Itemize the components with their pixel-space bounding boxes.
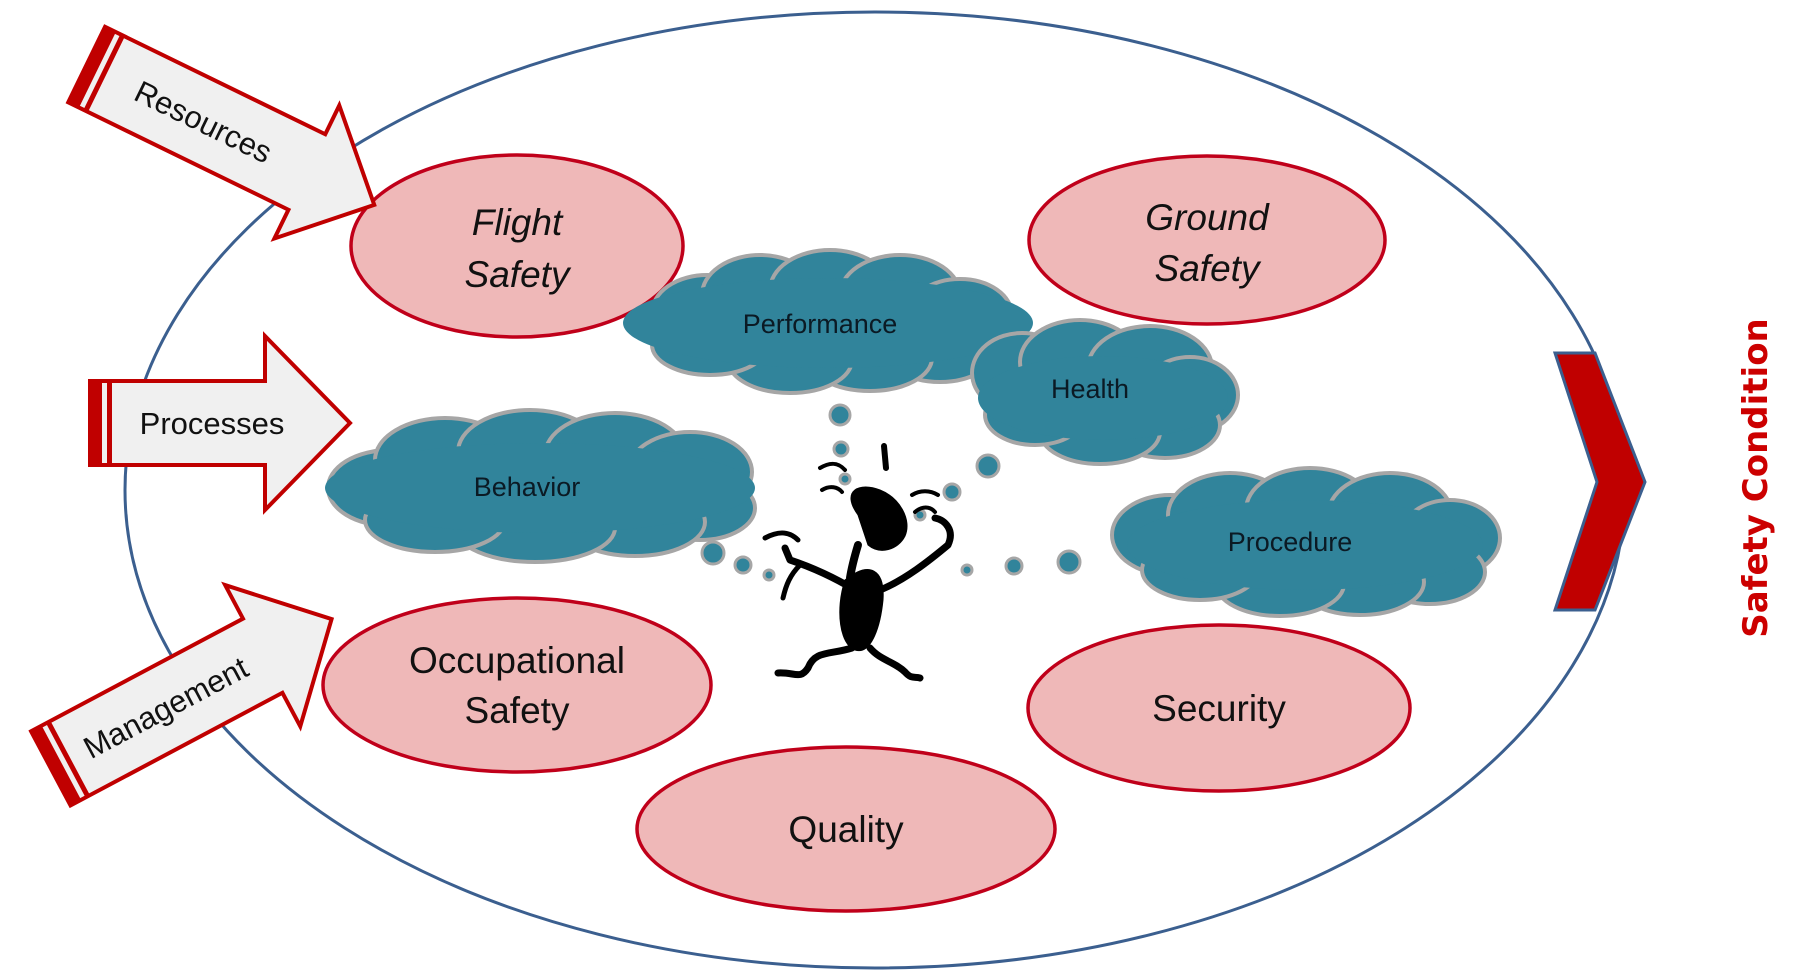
cloud-performance: Performance xyxy=(623,248,1033,395)
cloud-procedure-label: Procedure xyxy=(1228,527,1353,557)
domain-security-label: Security xyxy=(1152,688,1286,729)
cloud-health-label: Health xyxy=(1051,374,1129,404)
domain-ground-safety-line1: Ground xyxy=(1145,197,1270,238)
cloud-behavior-label: Behavior xyxy=(474,472,581,502)
input-processes-label: Processes xyxy=(140,406,285,441)
domain-occupational-safety: Occupational Safety xyxy=(321,596,713,774)
domain-quality-label: Quality xyxy=(788,809,904,850)
domain-flight-safety-line1: Flight xyxy=(472,202,564,243)
safety-condition-label: Safety Condition xyxy=(1736,318,1776,638)
cloud-procedure: Procedure xyxy=(1110,466,1502,618)
domain-occupational-safety-line2: Safety xyxy=(465,690,570,731)
confused-figure-icon xyxy=(762,443,954,682)
domain-flight-safety: Flight Safety xyxy=(349,153,685,339)
cloud-health: Health xyxy=(970,318,1240,466)
cloud-performance-label: Performance xyxy=(743,309,898,339)
domain-ground-safety: Ground Safety xyxy=(1027,154,1387,326)
domain-flight-safety-line2: Safety xyxy=(465,254,572,295)
input-arrow-processes: Processes xyxy=(88,331,353,515)
domain-ground-safety-line2: Safety xyxy=(1155,248,1262,289)
output-chevron xyxy=(1552,351,1647,612)
domain-security: Security xyxy=(1026,623,1412,793)
domain-occupational-safety-line1: Occupational xyxy=(409,640,625,681)
cloud-behavior: Behavior xyxy=(325,408,757,564)
domain-quality: Quality xyxy=(635,745,1057,913)
thought-bubbles xyxy=(700,403,1082,582)
